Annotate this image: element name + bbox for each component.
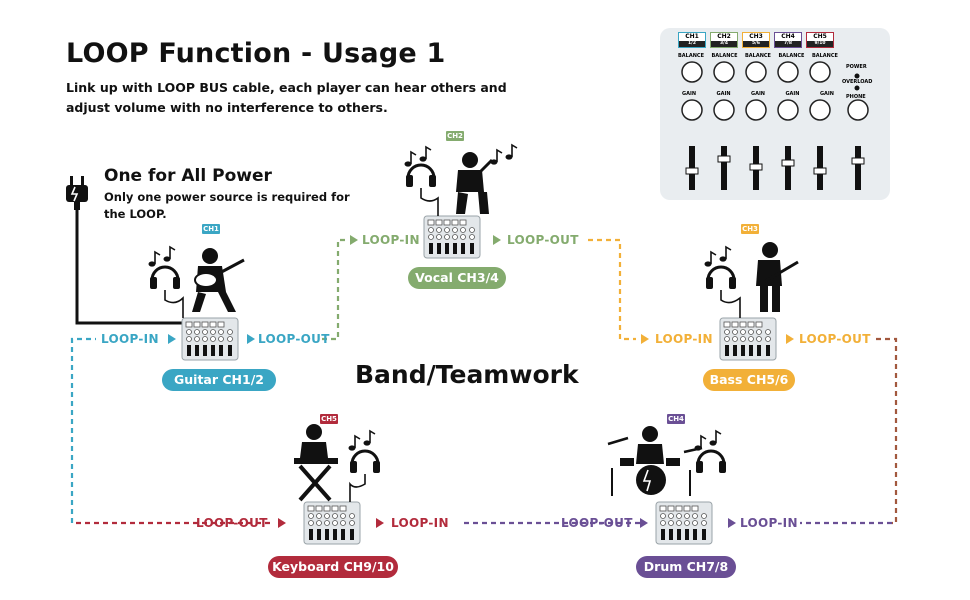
bass-player-icon [703, 242, 799, 318]
bass-name-pill: Bass CH5/6 [703, 369, 795, 391]
power-description: Only one power source is required for th… [104, 190, 350, 221]
guitar-name-pill: Guitar CH1/2 [162, 369, 276, 391]
guitar-loop-out-label: LOOP-OUT [258, 332, 330, 346]
bass-channel-badge: CH3 [741, 224, 759, 234]
page-title: LOOP Function - Usage 1 [66, 38, 446, 69]
center-caption: Band/Teamwork [355, 360, 579, 389]
keyboard-name-pill: Keyboard CH9/10 [268, 556, 398, 578]
bass-loop-in-label: LOOP-IN [655, 332, 713, 346]
drum-loop-out-label: LOOP-OUT [561, 516, 633, 530]
vocal-loop-in-label: LOOP-IN [362, 233, 420, 247]
power-cable [75, 210, 182, 325]
bass-loop-out-label: LOOP-OUT [799, 332, 871, 346]
wire-bass-to-drum [876, 337, 898, 525]
power-plug-icon [66, 176, 88, 210]
power-title: One for All Power [104, 166, 272, 186]
wire-keyboard-to-guitar [70, 337, 96, 523]
panel-phone-label: PHONE [846, 94, 866, 100]
mixer-panel-drawing [681, 61, 869, 190]
keyboard-player-icon [294, 424, 382, 502]
keyboard-mixer [303, 501, 361, 545]
keyboard-channel-badge: CH5 [320, 414, 338, 424]
wire-vocal-to-bass [588, 238, 636, 341]
guitar-mixer [181, 317, 239, 361]
guitar-player-icon [147, 246, 245, 318]
panel-power-label: POWER [846, 64, 867, 70]
drum-loop-in-label: LOOP-IN [740, 516, 798, 530]
guitar-loop-in-label: LOOP-IN [101, 332, 159, 346]
guitar-channel-badge: CH1 [202, 224, 220, 234]
wire-guitar-to-vocal [322, 238, 346, 341]
panel-overload-label: OVERLOAD [842, 79, 873, 85]
keyboard-loop-in-label: LOOP-IN [391, 516, 449, 530]
bass-mixer [719, 317, 777, 361]
drum-channel-badge: CH4 [667, 414, 685, 424]
page-subtitle: Link up with LOOP BUS cable, each player… [66, 80, 507, 115]
vocal-loop-out-label: LOOP-OUT [507, 233, 579, 247]
vocal-channel-badge: CH2 [446, 131, 464, 141]
drum-mixer [655, 501, 713, 545]
vocal-mixer [423, 215, 481, 259]
drummer-icon [607, 426, 728, 496]
keyboard-loop-out-label: LOOP-OUT [196, 516, 268, 530]
drum-name-pill: Drum CH7/8 [636, 556, 736, 578]
vocal-name-pill: Vocal CH3/4 [408, 267, 506, 289]
singer-icon [403, 144, 518, 216]
